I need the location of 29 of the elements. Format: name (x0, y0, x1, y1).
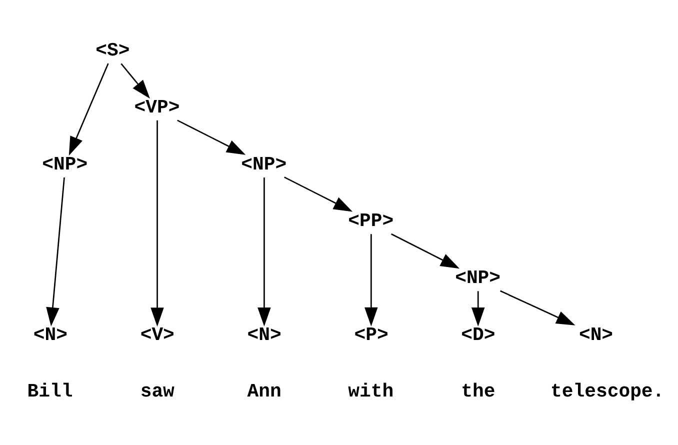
node-text: <V> (140, 324, 174, 346)
node-text: <N> (33, 324, 68, 346)
label: telescope. (550, 380, 664, 403)
node-text: <P> (354, 324, 388, 346)
label: saw (140, 380, 174, 403)
label: Ann (247, 380, 282, 403)
node-text: <VP> (134, 96, 180, 118)
label: with (348, 380, 394, 403)
arrow (500, 290, 576, 326)
arrow (390, 233, 460, 269)
arrow (258, 178, 271, 326)
arrow (46, 177, 65, 326)
label: Bill (27, 380, 73, 403)
label: the (461, 380, 496, 403)
node-text: <N> (578, 324, 614, 346)
node-text: <S> (96, 40, 130, 62)
arrow (471, 291, 485, 326)
node-text: <N> (247, 324, 282, 346)
node-text: <NP> (42, 153, 88, 176)
node-text: <D> (461, 324, 496, 346)
arrow (177, 120, 246, 155)
arrow (68, 63, 109, 156)
node-text: <NP> (455, 267, 501, 290)
arrow (364, 234, 378, 326)
arrow (120, 63, 150, 99)
node-text: <NP> (241, 153, 287, 176)
arrow (284, 176, 353, 212)
arrow (150, 120, 164, 327)
node-text: <PP> (348, 210, 394, 232)
